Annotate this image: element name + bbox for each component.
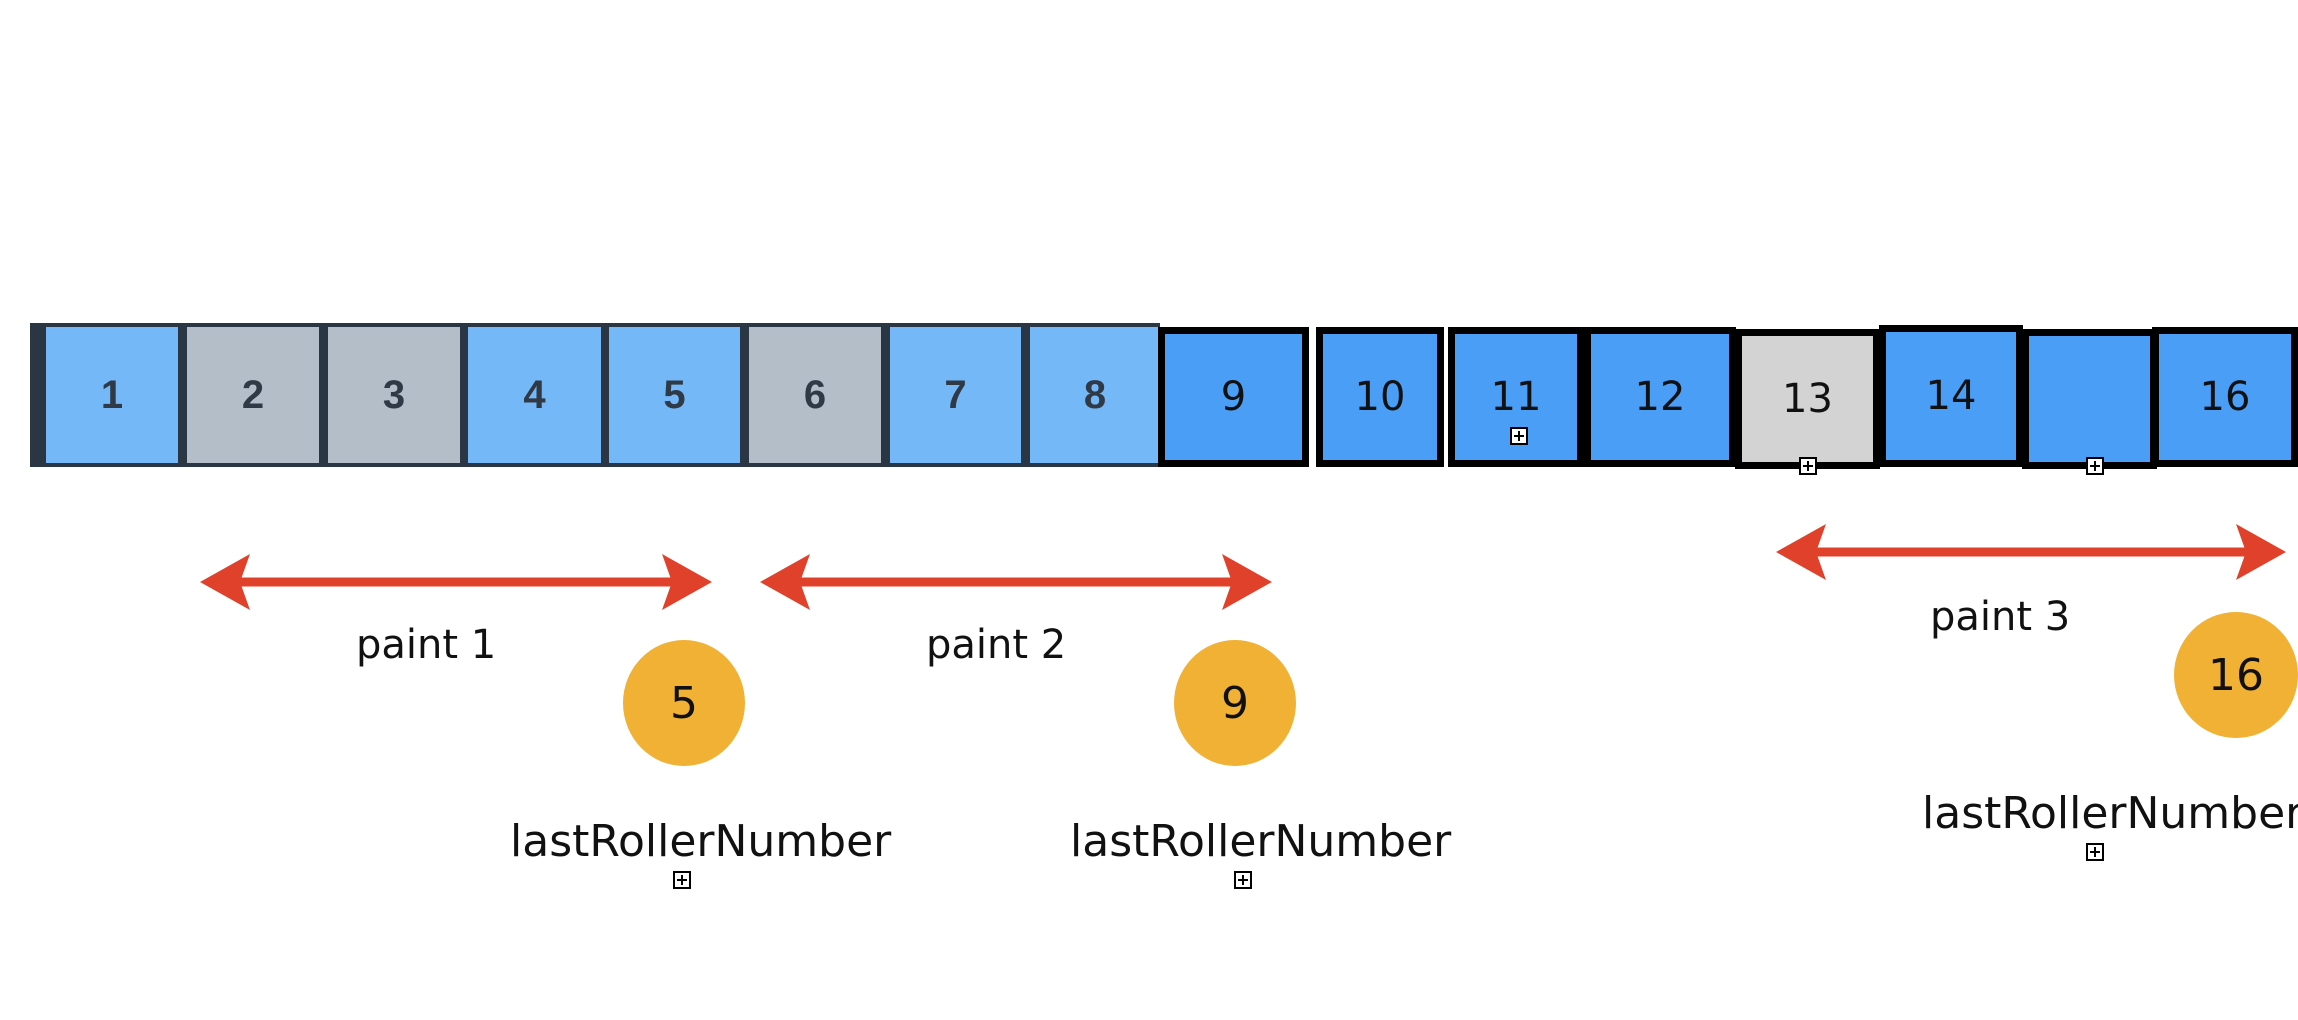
roller-cell-label: 5	[663, 372, 686, 417]
roller-cell-label: 6	[803, 372, 827, 417]
cell-13-marker-icon	[1799, 457, 1817, 475]
roller-cell-label: 8	[1083, 372, 1107, 417]
roller-cell-label: 12	[1634, 374, 1686, 420]
paint-2-label-marker-icon	[1234, 871, 1252, 889]
roller-cell-8: 8	[1030, 327, 1160, 463]
roller-cell-label: 4	[523, 372, 546, 417]
paint-1-label: paint 1	[356, 622, 497, 668]
cell-11-marker-icon	[1510, 427, 1528, 445]
roller-cell-16: 16	[2152, 327, 2298, 467]
roller-cell-10: 10	[1316, 327, 1444, 467]
roller-cell-label: 3	[382, 372, 406, 417]
paint-1-label-marker-icon	[673, 871, 691, 889]
paint-2-last-roller-badge: 9	[1174, 640, 1296, 766]
paint-2-arrow-left-head	[760, 554, 810, 610]
paint-3-last-roller-badge: 16	[2174, 612, 2298, 738]
paint-2-label: paint 2	[926, 622, 1067, 668]
paint-3-label: paint 3	[1930, 594, 2071, 640]
roller-cell-6: 6	[749, 327, 881, 463]
paint-1-arrow-right-head	[662, 554, 712, 610]
roller-cell-label: 7	[944, 372, 967, 417]
paint-2-last-roller-label: lastRollerNumber	[1070, 816, 1452, 867]
cell-15-marker-icon	[2086, 457, 2104, 475]
paint-3-label-marker-icon	[2086, 843, 2104, 861]
paint-3-last-roller-label: lastRollerNumber	[1922, 788, 2298, 839]
paint-1-arrow-left-head	[200, 554, 250, 610]
paint-2-arrow-right-head	[1222, 554, 1272, 610]
paint-3-arrow-right-head	[2236, 524, 2286, 580]
roller-cell-4: 4	[468, 327, 601, 463]
roller-cell-label: 9	[1220, 374, 1247, 420]
roller-cell-5: 5	[609, 327, 740, 463]
roller-cell-label: 2	[241, 372, 265, 417]
roller-cell-1: 1	[46, 327, 178, 463]
roller-cell-label: 13	[1782, 376, 1833, 422]
roller-cell-label: 1	[100, 372, 124, 417]
paint-3-arrow-left-head	[1776, 524, 1826, 580]
roller-cell-label: 16	[2199, 374, 2251, 420]
roller-cell-13: 13	[1735, 329, 1880, 469]
paint-1-last-roller-label: lastRollerNumber	[510, 816, 892, 867]
paint-1-last-roller-badge: 5	[623, 640, 745, 766]
roller-cell-label: 11	[1490, 374, 1542, 420]
roller-cell-2: 2	[187, 327, 319, 463]
roller-cell-label: 10	[1354, 374, 1406, 420]
roller-cell-3: 3	[328, 327, 460, 463]
roller-cell-12: 12	[1584, 327, 1736, 467]
roller-cell-label: 14	[1925, 373, 1977, 419]
roller-cell-7: 7	[890, 327, 1021, 463]
roller-cell-14: 14	[1879, 325, 2023, 467]
roller-cell-9: 9	[1158, 327, 1309, 467]
